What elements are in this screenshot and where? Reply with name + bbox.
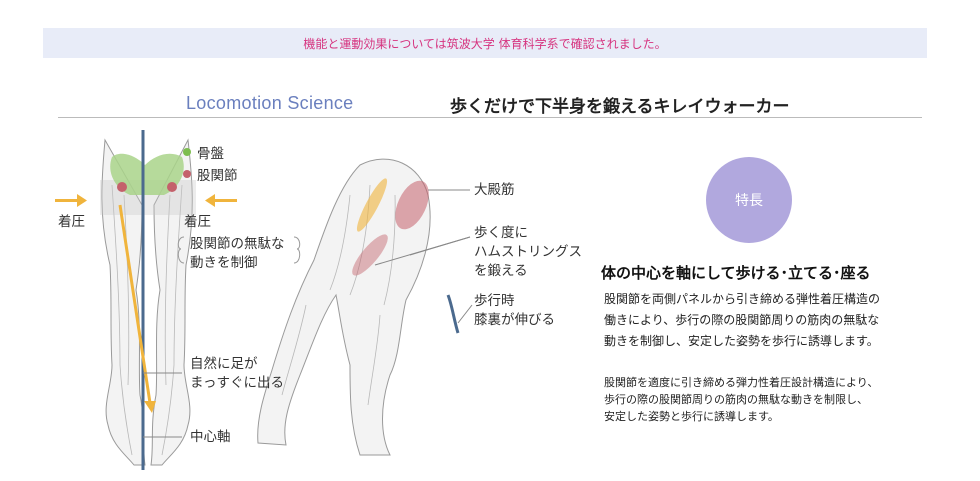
header-divider (58, 117, 922, 118)
pressure-band-highlight (356, 178, 388, 232)
page-headline: 歩くだけで下半身を鍛えるキレイウォーカー (450, 97, 790, 117)
anatomy-illustration (55, 130, 473, 470)
left-hip-joint (117, 182, 127, 192)
knee-callout-line-2-text: 膝裏が伸びる (474, 312, 555, 328)
feature-paragraph-2: 股関節を適度に引き締める弾力性着圧設計構造により、 歩行の際の股関節周りの筋肉の… (604, 374, 934, 425)
pressure-label-left: 着圧 (58, 214, 85, 230)
pelvis-legend-dot (183, 148, 191, 156)
hamstring-callout-line-2-text: ハムストリングス (474, 244, 582, 260)
hip-callout-bracket-left (177, 236, 185, 264)
pressure-label-right: 着圧 (184, 214, 211, 230)
hamstring-muscle-highlight (352, 234, 388, 276)
brand-title: Locomotion Science (186, 93, 354, 113)
legend-hip-joint-label: 股関節 (197, 168, 238, 184)
legend-pelvis: 骨盤 (183, 142, 224, 162)
legend-pelvis-label: 骨盤 (197, 146, 224, 162)
legend-hip-joint: 股関節 (183, 164, 238, 184)
pelvis-shape (110, 153, 184, 195)
paragraph-1-line-1: 股関節を両側パネルから引き締める弾性着圧構造の (604, 292, 881, 306)
hip-callout-line-2: 動きを制御 (190, 255, 258, 271)
paragraph-1-line-3: 動きを制御し、安定した姿勢を歩行に誘導します。 (604, 334, 879, 348)
right-hip-joint (167, 182, 177, 192)
notice-text: 機能と運動効果については筑波大学 体育科学系で確認されました。 (303, 36, 667, 51)
feature-title: 体の中心を軸にして歩ける･立てる･座る (601, 264, 871, 282)
gluteus-label: 大殿筋 (474, 182, 515, 198)
front-legs-illustration (101, 138, 193, 466)
feature-badge-label: 特長 (735, 193, 763, 209)
feature-badge: 特長 (706, 157, 792, 243)
step-direction-arrow (118, 204, 156, 413)
anatomy-figure: 骨盤 股関節 着圧 着圧 股関節の無駄な 動きを制御 自然に足が まっすぐに出る… (50, 125, 610, 475)
knee-callout-line (457, 304, 473, 324)
hamstring-callout-line-2 (374, 236, 471, 266)
gluteus-muscle-highlight (395, 180, 429, 230)
notice-banner: 機能と運動効果については筑波大学 体育科学系で確認されました。 (43, 28, 927, 58)
feet-callout-line-1: 自然に足が (190, 356, 258, 372)
knee-callout-line-1-text: 歩行時 (474, 293, 515, 309)
knee-stretch-line (446, 294, 460, 334)
hip-callout-bracket-right (293, 236, 301, 264)
paragraph-1-line-2: 働きにより、歩行の際の股関節周りの筋肉の無駄な (604, 313, 880, 327)
hamstring-callout-line-3-text: を鍛える (474, 263, 528, 279)
paragraph-2-line-2: 歩行の際の股関節周りの筋肉の無駄な動きを制限し、 (604, 393, 868, 406)
side-leg-illustration (257, 158, 431, 456)
pressure-arrows (55, 194, 237, 207)
feet-callout-line-2: まっすぐに出る (190, 375, 284, 391)
paragraph-2-line-3: 安定した姿勢と歩行に誘導します。 (604, 410, 779, 423)
front-leg-muscle-lines (111, 184, 183, 456)
hip-joint-legend-dot (183, 170, 191, 178)
feature-paragraph-1: 股関節を両側パネルから引き締める弾性着圧構造の 働きにより、歩行の際の股関節周り… (604, 289, 934, 352)
center-axis-label: 中心軸 (190, 429, 231, 445)
hip-callout-line-1: 股関節の無駄な (190, 236, 285, 252)
paragraph-2-line-1: 股関節を適度に引き締める弾力性着圧設計構造により、 (604, 376, 879, 389)
hamstring-callout-line-1-text: 歩く度に (474, 225, 528, 241)
